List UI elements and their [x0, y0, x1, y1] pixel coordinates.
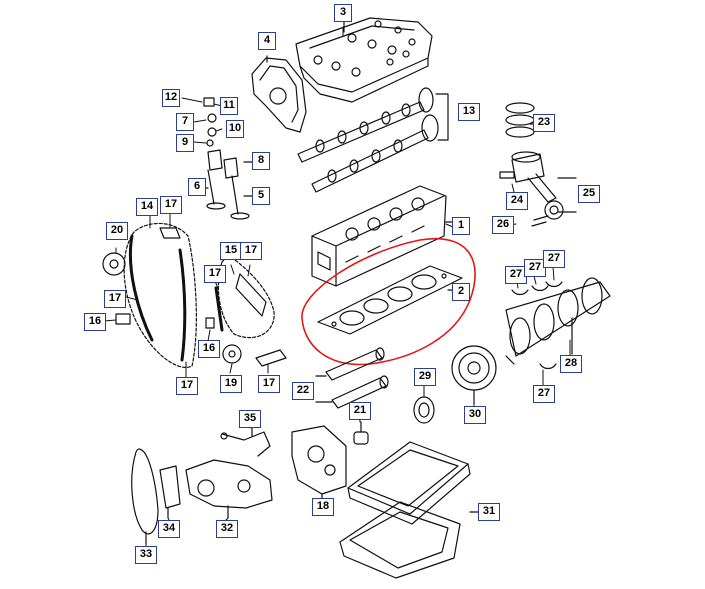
callout-9: 9 [176, 134, 194, 152]
callout-4: 4 [258, 32, 276, 50]
callout-32: 32 [216, 520, 238, 538]
pipe-part [220, 427, 271, 457]
highlight-ellipse [301, 237, 476, 366]
crankshaft-part [505, 277, 611, 370]
callout-7: 7 [176, 113, 194, 131]
callout-17-top: 17 [160, 196, 182, 214]
callout-30: 30 [464, 406, 486, 424]
oil-pump-part [159, 459, 273, 519]
front-cover-part [291, 425, 347, 499]
callout-19: 19 [220, 375, 242, 393]
solenoids-part [315, 347, 389, 409]
callout-6: 6 [188, 178, 206, 196]
callout-27-b: 27 [524, 259, 546, 277]
head-gasket-part [317, 265, 463, 335]
timing-chain-parts [102, 222, 287, 368]
callout-11: 11 [220, 97, 238, 115]
timing-cover-part [251, 55, 307, 133]
callout-25: 25 [578, 185, 600, 203]
callout-3: 3 [334, 4, 352, 22]
callout-17-bottom: 17 [176, 377, 198, 395]
sensor-part [353, 421, 369, 445]
valvetrain-parts [203, 97, 253, 220]
callout-15: 15 [220, 242, 242, 260]
callout-16-mid: 16 [198, 340, 220, 358]
callout-16-left: 16 [84, 313, 106, 331]
callout-17-right: 17 [258, 375, 280, 393]
callout-23: 23 [533, 114, 555, 132]
camshafts-part [297, 87, 449, 193]
callout-12: 12 [162, 89, 180, 107]
callout-28: 28 [560, 355, 582, 373]
pulley-seal-parts [413, 345, 497, 424]
callout-14: 14 [136, 198, 158, 216]
callout-13: 13 [458, 103, 480, 121]
callout-31: 31 [478, 503, 500, 521]
callout-34: 34 [158, 520, 180, 538]
callout-18: 18 [312, 498, 334, 516]
callout-29: 29 [414, 368, 436, 386]
callout-8: 8 [252, 152, 270, 170]
oil-pan-part [339, 441, 481, 579]
cylinder-head-part [311, 185, 459, 287]
callout-17-mid: 17 [204, 265, 226, 283]
callout-27-d: 27 [533, 385, 555, 403]
callout-24: 24 [506, 192, 528, 210]
callout-17-left: 17 [104, 290, 126, 308]
piston-rod-part [499, 151, 577, 227]
callout-27-c: 27 [543, 250, 565, 268]
callout-26: 26 [492, 216, 514, 234]
callout-35: 35 [239, 410, 261, 428]
drive-belt-part [131, 448, 159, 545]
callout-20: 20 [106, 222, 128, 240]
callout-10: 10 [226, 120, 244, 138]
callout-17-guide: 17 [240, 242, 262, 260]
callout-21: 21 [349, 402, 371, 420]
callout-33: 33 [135, 546, 157, 564]
leader-lines [103, 26, 571, 547]
valve-cover-part [295, 17, 433, 103]
callout-5: 5 [252, 187, 270, 205]
callout-2: 2 [452, 283, 470, 301]
callout-1: 1 [452, 217, 470, 235]
callout-22: 22 [292, 382, 314, 400]
